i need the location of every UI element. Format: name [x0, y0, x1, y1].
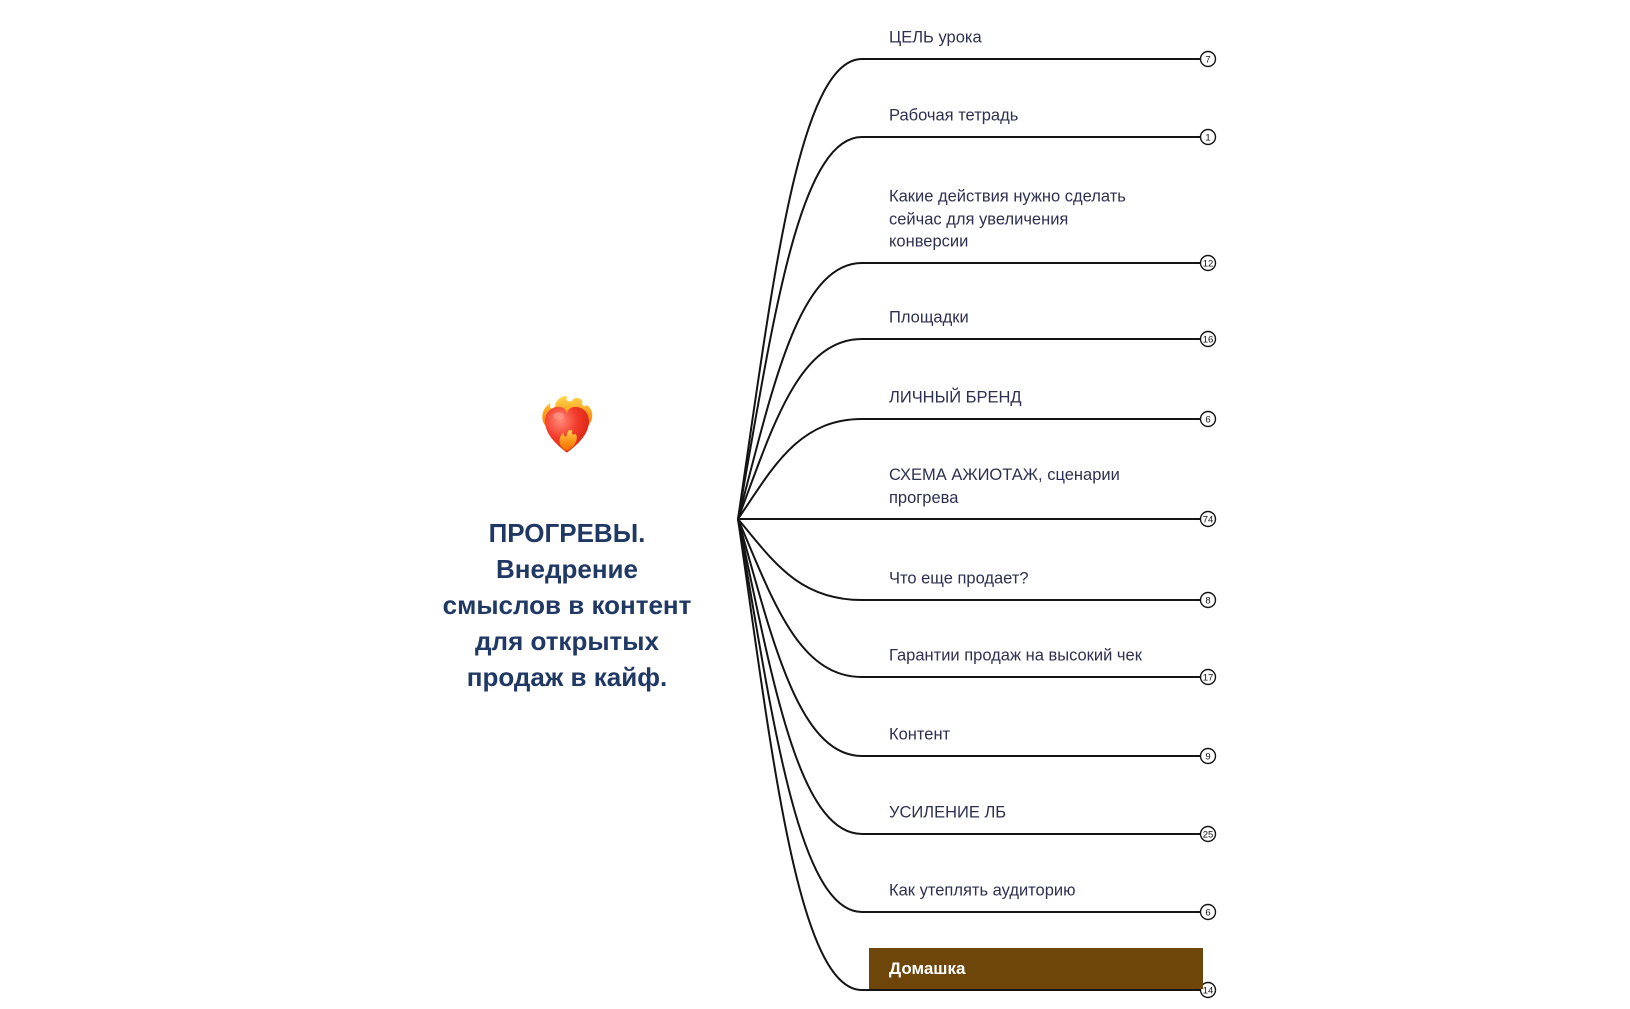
- child-count-value: 25: [1203, 829, 1214, 840]
- child-count-badge-circle[interactable]: [1199, 254, 1217, 272]
- child-count-value: 12: [1203, 258, 1214, 269]
- child-count-badge[interactable]: 14: [1199, 981, 1217, 999]
- branch-topic[interactable]: Контент: [889, 725, 951, 744]
- child-count-value: 7: [1205, 54, 1210, 65]
- branch-topic[interactable]: УСИЛЕНИЕ ЛБ: [889, 803, 1007, 822]
- branch-topic[interactable]: ЦЕЛЬ урока: [889, 28, 982, 47]
- branch-topic[interactable]: Гарантии продаж на высокий чек: [889, 646, 1142, 665]
- branch-connector: [737, 518, 1200, 601]
- heart-on-fire-icon: [542, 395, 593, 453]
- child-count-badge[interactable]: 7: [1199, 50, 1217, 68]
- branch-connector: [737, 518, 1200, 678]
- branch-topic[interactable]: Рабочая тетрадь: [889, 106, 1019, 125]
- child-count-badge-circle[interactable]: [1199, 50, 1217, 68]
- child-count-badge[interactable]: 1: [1199, 128, 1217, 146]
- child-count-badge-circle[interactable]: [1199, 747, 1217, 765]
- child-count-value: 8: [1205, 595, 1210, 606]
- child-count-value: 6: [1205, 907, 1210, 918]
- child-count-badge-circle[interactable]: [1199, 825, 1217, 843]
- child-count-badge-circle[interactable]: [1199, 510, 1217, 528]
- child-count-value: 6: [1205, 414, 1210, 425]
- branch-connector: [737, 58, 1200, 520]
- branch-connector: [737, 262, 1200, 520]
- branch-topic[interactable]: ЛИЧНЫЙ БРЕНД: [889, 388, 1022, 407]
- branch-connector: [737, 418, 1200, 520]
- branch-topic[interactable]: Как утеплять аудиторию: [889, 881, 1076, 900]
- branch-connector: [737, 518, 1200, 757]
- branch-connector: [737, 338, 1200, 520]
- child-count-value: 16: [1203, 334, 1214, 345]
- child-count-badge[interactable]: 8: [1199, 591, 1217, 609]
- child-count-badge-circle[interactable]: [1199, 330, 1217, 348]
- branch-connector: [737, 518, 1200, 991]
- child-count-value: 1: [1205, 132, 1210, 143]
- child-count-badge-circle[interactable]: [1199, 903, 1217, 921]
- child-count-badge-circle[interactable]: [1199, 128, 1217, 146]
- child-count-badge-circle[interactable]: [1199, 591, 1217, 609]
- child-count-badge[interactable]: 25: [1199, 825, 1217, 843]
- child-count-value: 74: [1203, 514, 1214, 525]
- child-count-badge-circle[interactable]: [1199, 981, 1217, 999]
- child-count-badge-circle[interactable]: [1199, 668, 1217, 686]
- child-count-value: 17: [1203, 672, 1214, 683]
- child-count-badge[interactable]: 16: [1199, 330, 1217, 348]
- child-count-value: 14: [1203, 985, 1214, 996]
- branch-topic-label: Домашка: [889, 958, 966, 978]
- branch-topic-highlighted[interactable]: Домашка: [869, 948, 1203, 989]
- child-count-badge[interactable]: 74: [1199, 510, 1217, 528]
- child-count-badge[interactable]: 6: [1199, 903, 1217, 921]
- child-count-badge[interactable]: 12: [1199, 254, 1217, 272]
- branch-connector: [737, 518, 1200, 913]
- child-count-badge[interactable]: 6: [1199, 410, 1217, 428]
- child-count-value: 9: [1205, 751, 1210, 762]
- child-count-badge-circle[interactable]: [1199, 410, 1217, 428]
- branch-topic[interactable]: Площадки: [889, 308, 969, 327]
- branch-topic[interactable]: Что еще продает?: [889, 569, 1029, 588]
- branch-connector: [737, 136, 1200, 520]
- child-count-badge[interactable]: 9: [1199, 747, 1217, 765]
- branch-connector: [737, 518, 1200, 835]
- child-count-badge[interactable]: 17: [1199, 668, 1217, 686]
